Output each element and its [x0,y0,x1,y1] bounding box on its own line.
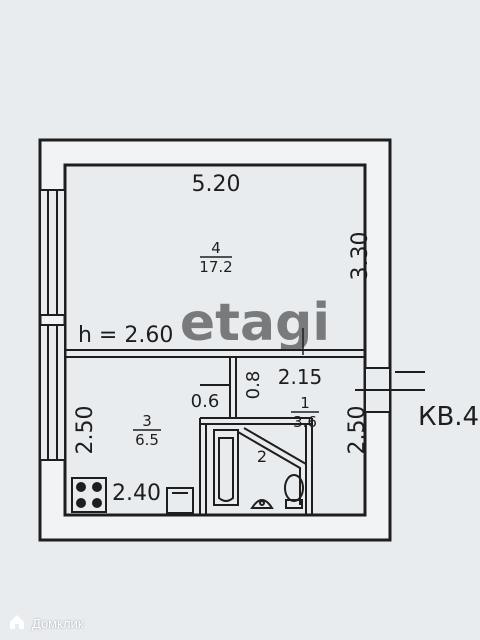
stove [71,477,107,513]
room-number: 3 [142,412,152,430]
brand-name: Домклик [32,616,84,631]
partition-wall [65,349,365,358]
dimension-left-lower: 2.50 [73,406,98,455]
window-left-upper [39,189,66,316]
room-2-label: 2 [257,447,267,466]
dimension-right-upper: 3.30 [348,232,373,281]
dimension-bottom-width: 2.40 [112,481,161,506]
entrance-door [355,367,425,413]
room-area: 3.6 [293,413,317,431]
dimension-right-lower: 2.50 [345,406,370,455]
ceiling-height: h = 2.60 [78,323,173,348]
dimension-partition-width: 2.15 [278,365,323,389]
watermark: etagi [180,293,330,353]
room-number: 1 [300,394,310,412]
toilet [284,474,304,509]
room-4-label: 4 17.2 [199,239,232,276]
kitchen-sink [166,487,194,514]
apartment-label: КВ.4 [418,402,479,432]
bathroom-partition [199,357,313,515]
room-3-label: 3 6.5 [133,412,161,449]
room-area: 17.2 [199,258,232,276]
room-area: 6.5 [135,431,159,449]
bathtub [213,429,239,506]
dimension-closet-width: 0.6 [191,391,220,412]
sink [250,499,274,509]
room-number: 4 [211,239,221,257]
diagonal-wall [237,427,307,505]
house-icon [8,613,26,634]
dimension-top-width: 5.20 [192,172,241,197]
dimension-closet-depth: 0.8 [243,371,264,400]
window-left-lower [39,324,66,461]
room-1-label: 1 3.6 [291,394,319,431]
footer-watermark: Домклик [8,613,84,634]
